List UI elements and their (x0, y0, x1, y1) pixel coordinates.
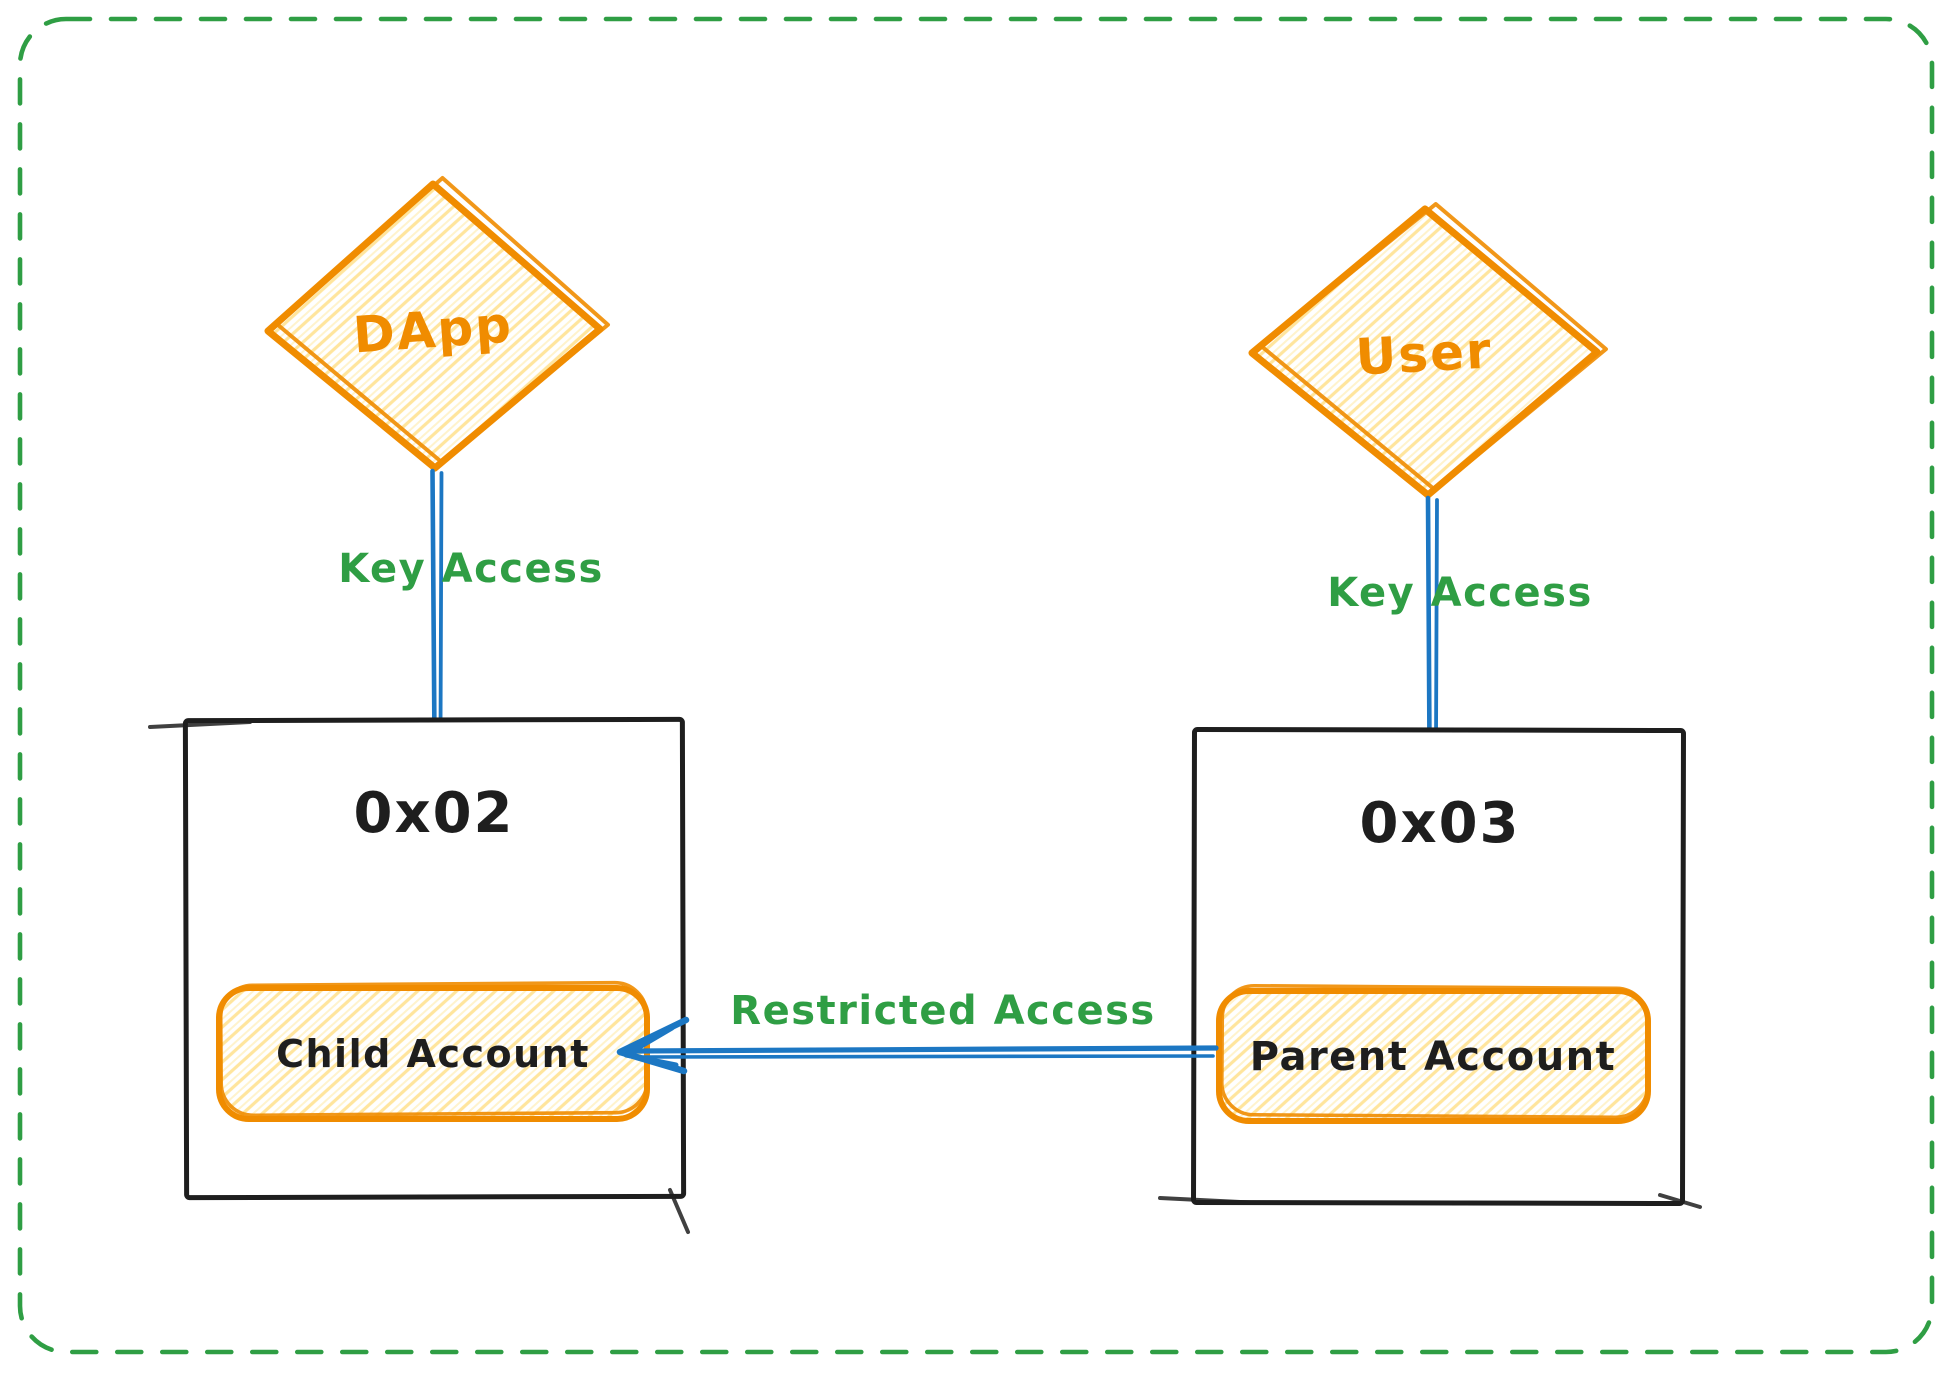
child-account-node: Child Account (216, 980, 650, 1122)
parent-account-node: Parent Account (1216, 983, 1651, 1124)
parent-account-label: Parent Account (1250, 1034, 1617, 1080)
edge-user-to-0x03: Key Access (1327, 495, 1593, 750)
user-diamond-sketch-stroke (1259, 202, 1608, 493)
wallet-0x03-label: 0x03 (1359, 791, 1520, 856)
key-access-label-left: Key Access (338, 546, 604, 592)
wallet-0x02-node: 0x02 Child Account (148, 716, 690, 1234)
wallet-0x03-node: 0x03 Parent Account (1158, 726, 1702, 1209)
edge-line-sketch (438, 471, 444, 738)
wallet-0x02-label: 0x02 (353, 781, 514, 846)
dapp-diamond-sketch-stroke (273, 176, 610, 465)
user-label: User (1354, 321, 1494, 386)
edge-dapp-to-0x02: Key Access (338, 468, 604, 745)
edge-parent-to-child: Restricted Access (616, 988, 1219, 1075)
child-account-sketch-stroke (218, 980, 649, 1118)
dapp-label: DApp (351, 295, 514, 364)
child-account-label: Child Account (276, 1032, 590, 1076)
key-access-label-right: Key Access (1327, 570, 1593, 616)
arrow-head-sketch (623, 1025, 679, 1068)
wallet-0x03-sketch-overshoot (1158, 1193, 1702, 1209)
arrow-line-sketch (636, 1054, 1215, 1059)
arrow-line (629, 1045, 1219, 1054)
edge-line-sketch (1434, 498, 1439, 745)
wallet-0x02-sketch-overshoot (148, 720, 690, 1234)
edge-line (1425, 495, 1432, 750)
restricted-access-label: Restricted Access (730, 988, 1155, 1034)
dashed-boundary (17, 16, 1935, 1355)
parent-account-sketch-stroke (1220, 983, 1651, 1120)
user-node: User (1248, 202, 1608, 499)
dapp-node: DApp (264, 176, 610, 472)
edge-line (430, 468, 437, 745)
